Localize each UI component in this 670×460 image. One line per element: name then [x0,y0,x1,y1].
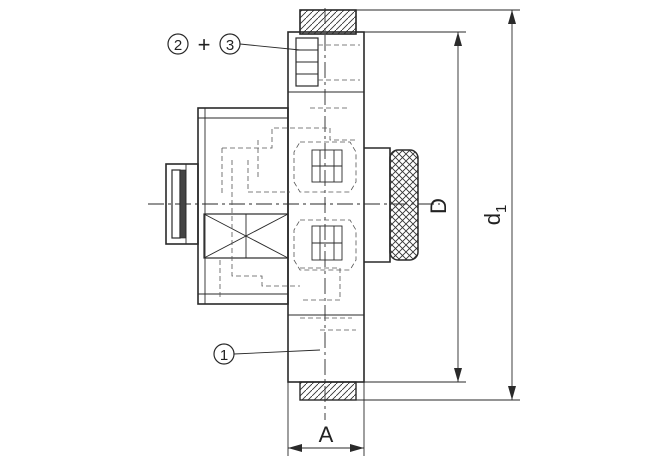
plunger-lower [293,219,357,271]
set-screw-detail [295,37,360,87]
bottom-ring-segment [299,381,357,401]
callout-part-3: 3 [226,37,234,54]
left-connector [165,163,199,245]
left-housing [197,107,289,305]
callout-2-3 [167,33,301,55]
hidden-contours [219,107,356,331]
dimension-d1-label: d1 [480,205,510,226]
main-plate [287,31,365,383]
top-ring-segment [299,9,357,35]
knurled-knob [364,147,419,263]
callout-part-2: 2 [174,37,182,54]
dimension-A [287,382,365,456]
dimension-D [364,31,466,383]
dimension-A-label: A [319,422,334,447]
dimension-D-label: D [426,198,451,214]
plunger-upper [293,141,357,193]
callout-part-1: 1 [220,347,228,364]
dimension-d1 [356,9,520,401]
callout-plus: + [198,32,211,57]
callout-1 [213,343,321,365]
